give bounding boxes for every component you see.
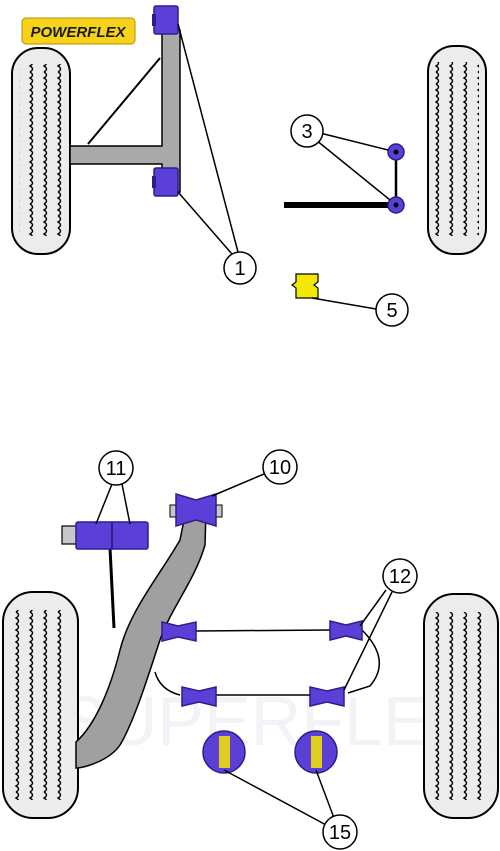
callout-11: 11 (98, 450, 134, 486)
front-right-wheel (427, 45, 487, 255)
callout-15: 15 (322, 814, 358, 850)
front-bush-5 (291, 273, 319, 299)
callout-15-label: 15 (329, 822, 351, 844)
logo-text: POWERFLEX (30, 24, 126, 41)
rear-bush-12-lower-right (309, 686, 345, 707)
callout-12: 12 (382, 558, 418, 594)
callout-12-label: 12 (389, 566, 411, 588)
callout-1: 1 (223, 251, 257, 285)
callout-3: 3 (290, 114, 324, 148)
front-bush-1-lower (152, 167, 179, 197)
rear-bush-12-upper-right (329, 620, 363, 641)
callout-3-label: 3 (301, 121, 312, 143)
rear-bush-12-lower-left (181, 686, 217, 707)
callout-1-label: 1 (234, 258, 245, 280)
rear-upper-link-curve (347, 629, 381, 694)
callout-11-label: 11 (106, 458, 127, 480)
front-anti-roll-bar (284, 152, 398, 208)
callout-10: 10 (262, 449, 298, 485)
front-left-wheel (11, 47, 71, 255)
rear-lower-link-curve (154, 671, 181, 696)
callout-5-label: 5 (386, 300, 397, 322)
rear-left-wheel (2, 591, 79, 819)
rear-bush-15-right (294, 730, 338, 774)
rear-upper-link (195, 629, 331, 632)
powerflex-logo: POWERFLEX (21, 17, 136, 45)
front-wishbone (69, 29, 181, 193)
rear-bush-15-left (202, 730, 246, 774)
rear-trailing-arm (75, 509, 207, 769)
callout-5: 5 (375, 293, 409, 327)
rear-bush-12-upper-left (161, 621, 197, 642)
front-bush-1-upper (152, 5, 179, 35)
logo-background (21, 17, 136, 45)
rear-bush-10 (169, 492, 223, 528)
rear-right-wheel (423, 593, 499, 819)
callout-10-label: 10 (269, 457, 291, 479)
rear-bush-11 (61, 521, 149, 550)
